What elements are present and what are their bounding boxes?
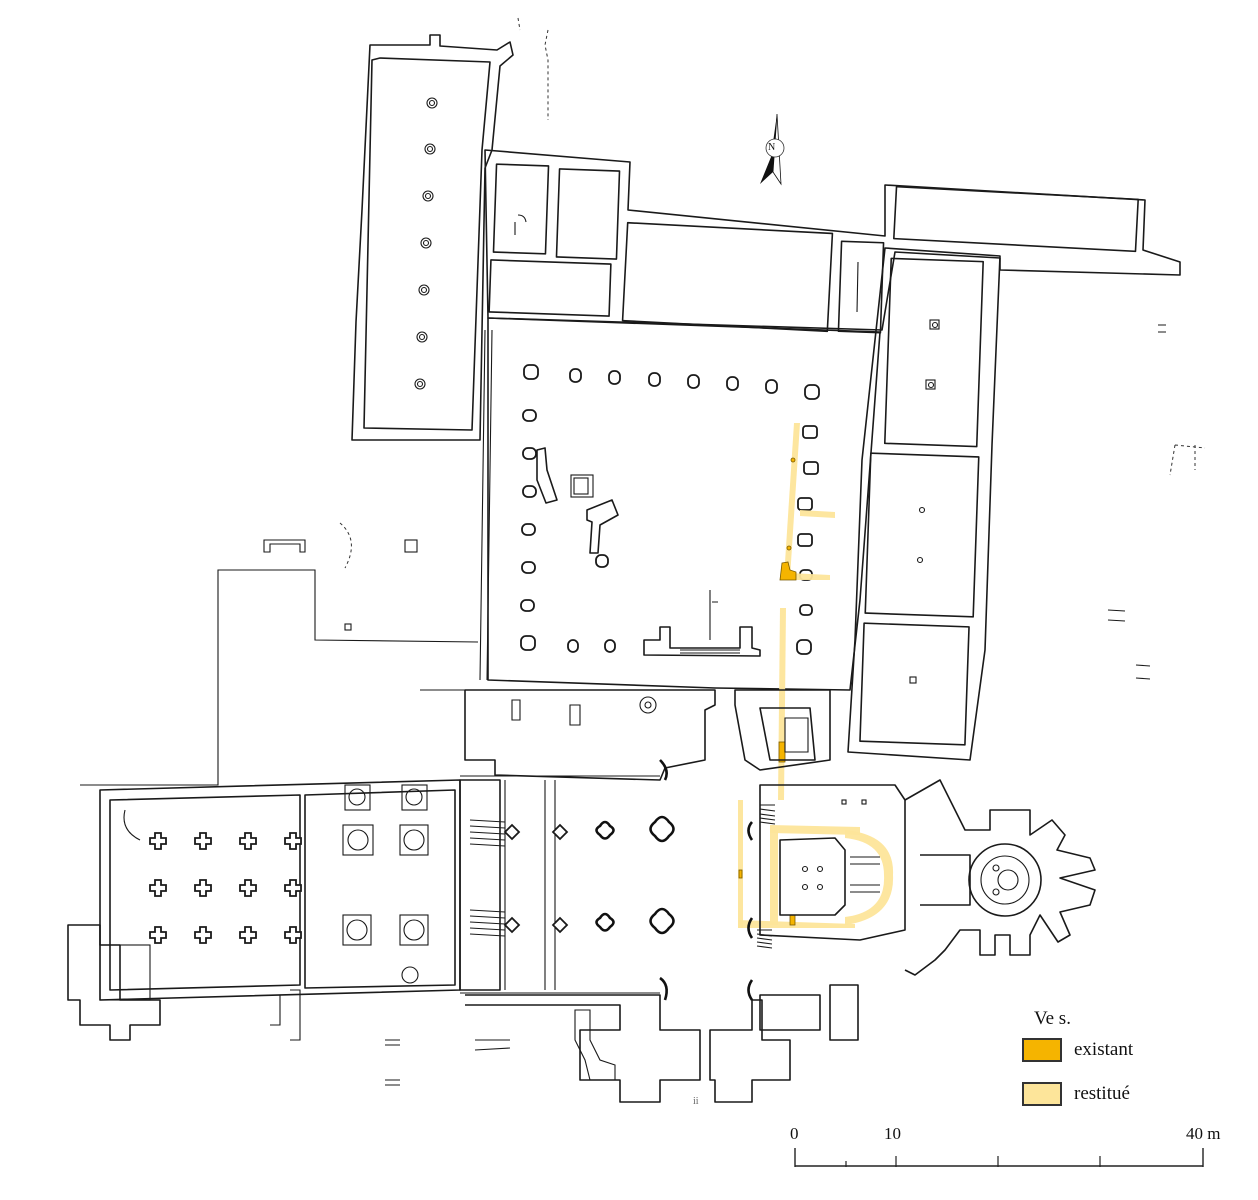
legend-label: restitué: [1074, 1083, 1130, 1104]
detached-structures: [263, 324, 1206, 680]
legend: Ve s. existant restitué: [1020, 1008, 1220, 1113]
legend-title: Ve s.: [1034, 1008, 1071, 1029]
plan-mark: ii: [693, 1096, 699, 1107]
west-church: [67, 569, 479, 1086]
north-letter: N: [768, 142, 776, 153]
existant-overlay: [738, 457, 797, 926]
restitue-swatch: [1022, 1082, 1062, 1106]
north-arrow: N: [755, 112, 795, 192]
legend-item-restitue: restitué: [1022, 1082, 1130, 1106]
legend-item-existant: existant: [1022, 1038, 1133, 1062]
existant-swatch: [1022, 1038, 1062, 1062]
northwest-hall: [351, 17, 549, 441]
north-arrow-icon: [760, 113, 785, 186]
scale-label-10: 10: [884, 1124, 901, 1143]
scale-label-0: 0: [790, 1124, 799, 1143]
rotunda: [904, 779, 1096, 976]
legend-label: existant: [1074, 1039, 1134, 1060]
scale-ruler: [794, 1148, 1204, 1167]
restitue-overlay: [738, 423, 894, 928]
choir: [756, 784, 906, 1041]
scale-label-40: 40 m: [1186, 1124, 1221, 1143]
cloister: [479, 317, 881, 691]
north-range: [484, 149, 1181, 334]
church: [459, 689, 831, 1103]
east-rooms: [847, 247, 1001, 761]
scale-bar: 0 10 40 m: [780, 1124, 1240, 1184]
